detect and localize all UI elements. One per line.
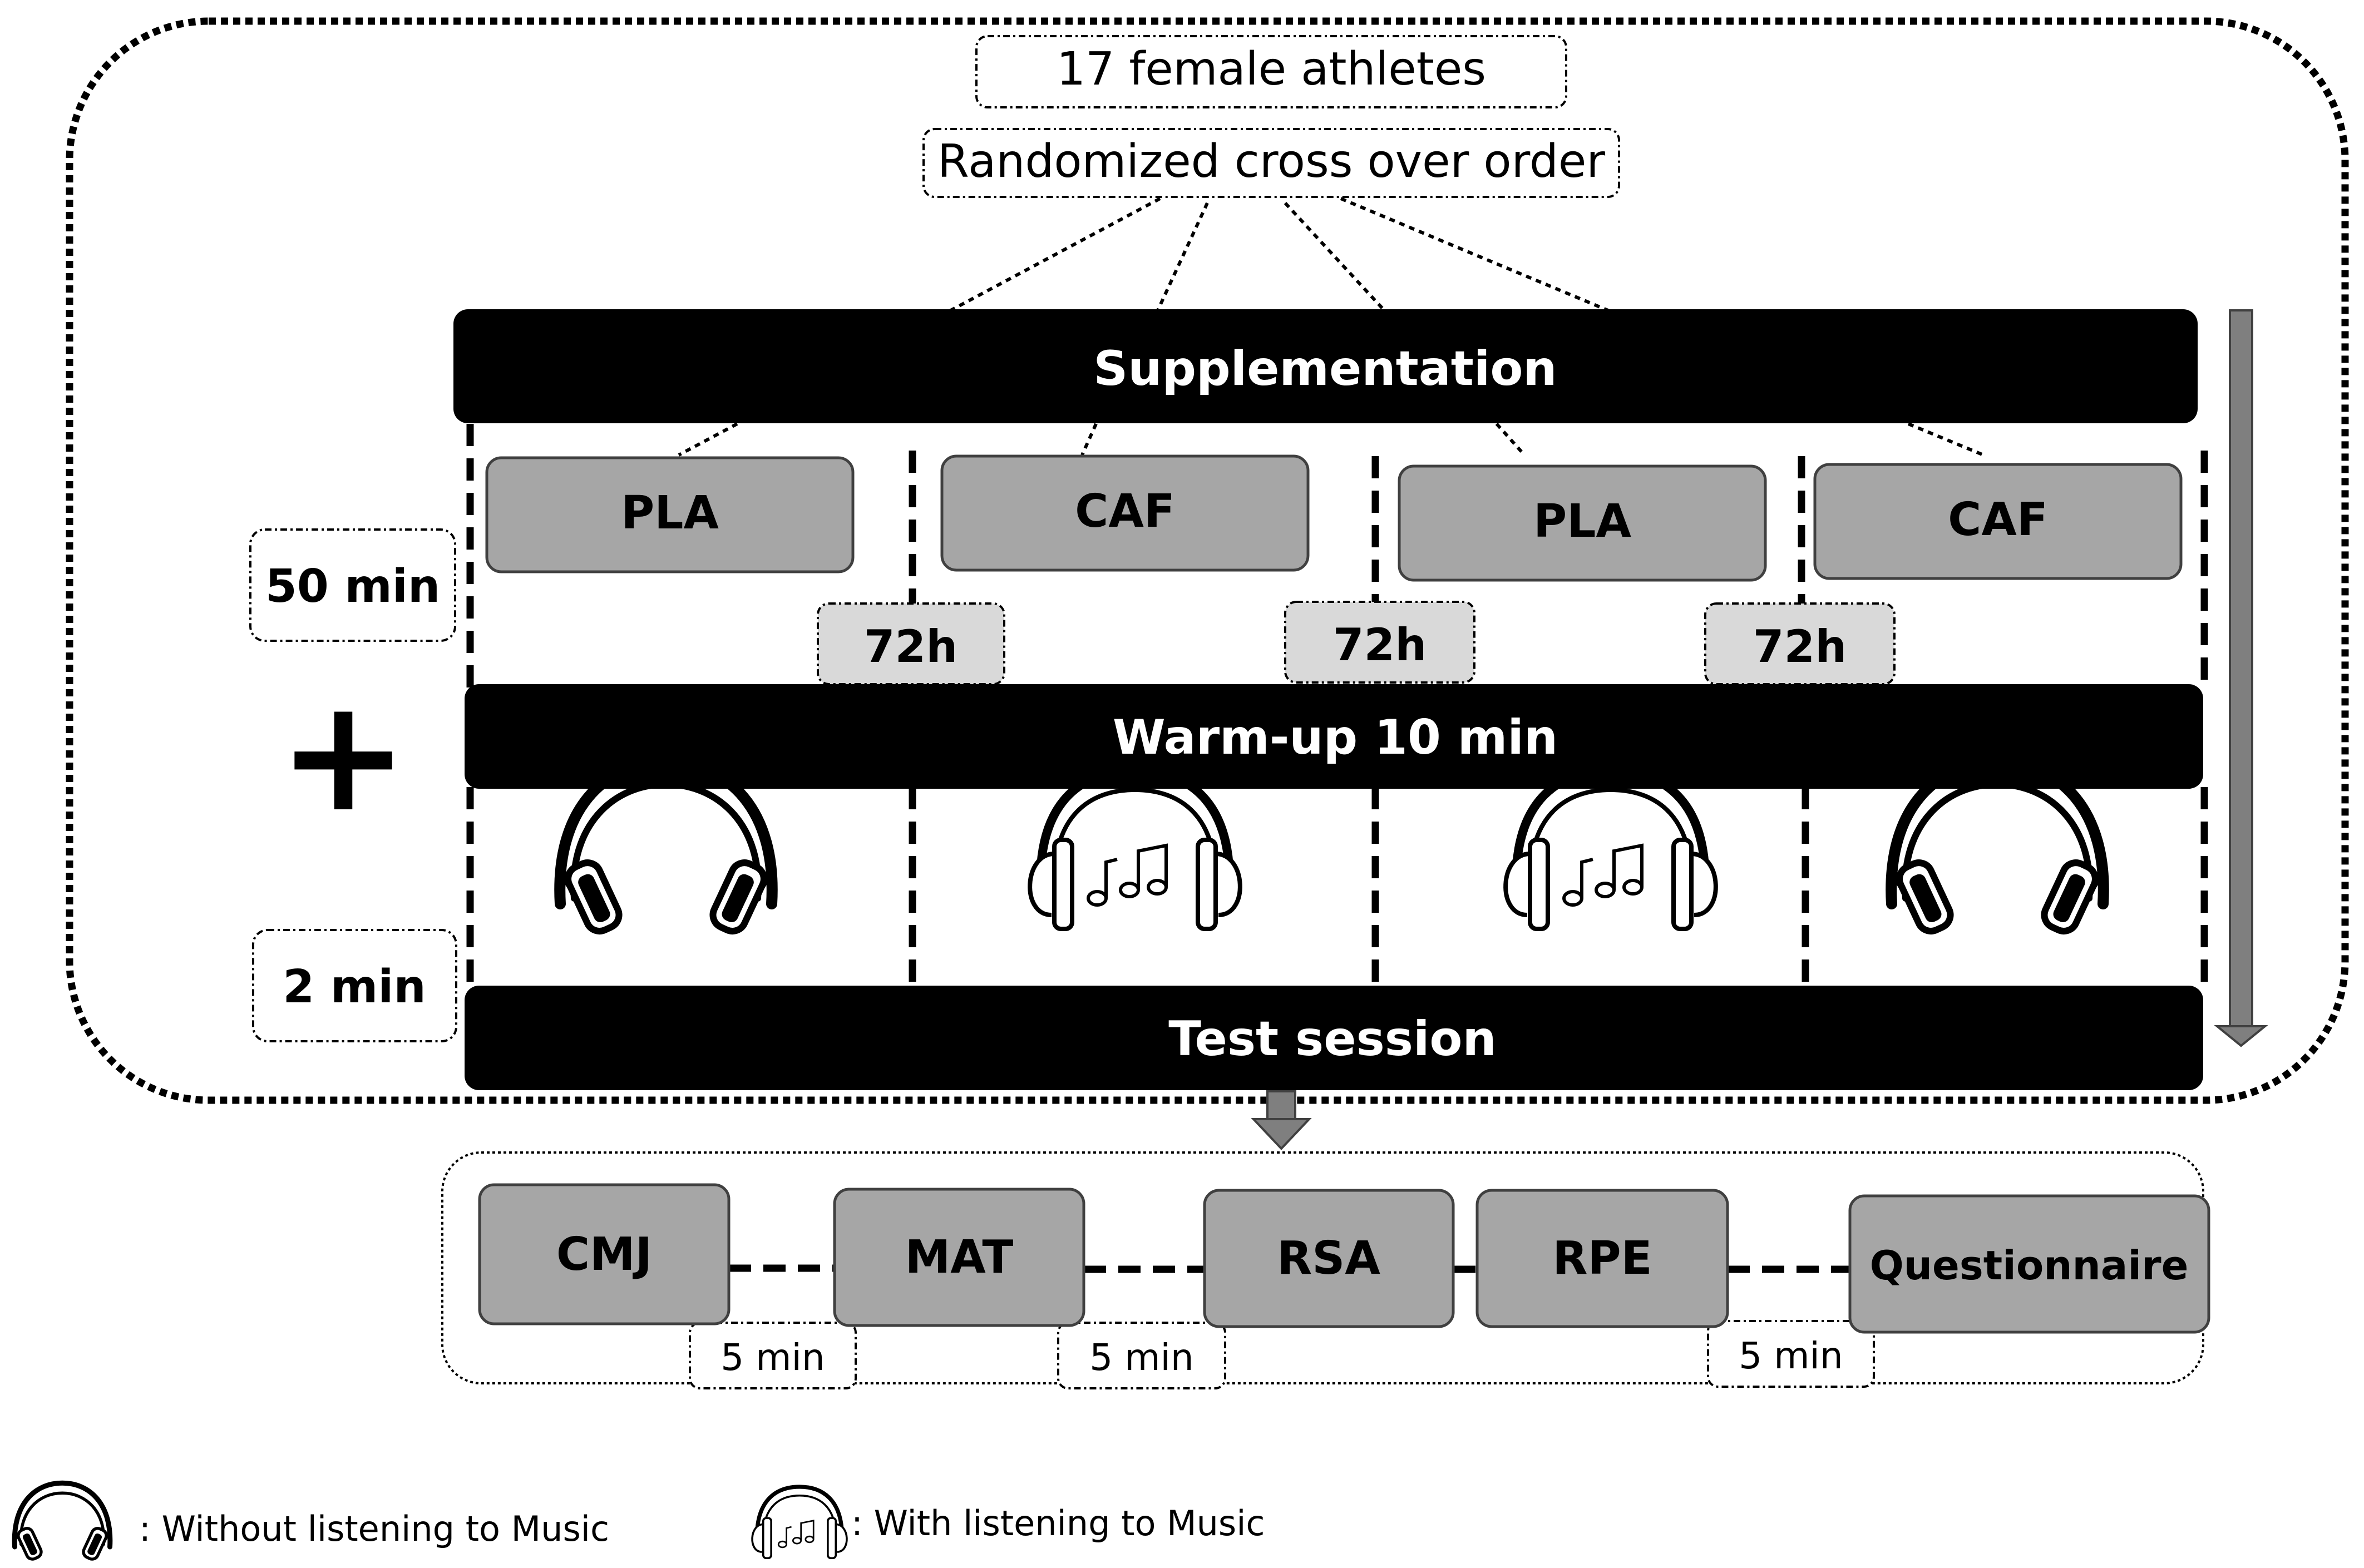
- test-box-rpe: [1475, 1189, 1729, 1328]
- test-connectors: [729, 1264, 1850, 1273]
- interval-2-box: [1057, 1322, 1226, 1389]
- interval-2-label: 5 min: [1089, 1336, 1193, 1379]
- washout-2-label: 72h: [1333, 619, 1427, 671]
- design-box: [922, 128, 1620, 198]
- test-label-questionnaire: Questionnaire: [1870, 1242, 2189, 1289]
- legend-headphones-music-icon: [752, 1487, 847, 1558]
- test-label-rpe: RPE: [1552, 1232, 1652, 1285]
- headphones-music-icon: [1030, 770, 1240, 929]
- interval-1-label: 5 min: [720, 1336, 825, 1379]
- test-session-bar: [465, 986, 2203, 1090]
- interval-3-box: [1707, 1320, 1875, 1388]
- washout-2-box: [1284, 601, 1475, 684]
- washout-1-label: 72h: [864, 621, 958, 672]
- design-label: Randomized cross over order: [937, 135, 1605, 188]
- legend-headphones-icon: [14, 1483, 110, 1561]
- participants-box: [975, 35, 1567, 108]
- condition-4-supplement-label: CAF: [1948, 493, 2048, 546]
- pre-warmup-duration-box: [249, 528, 456, 642]
- participants-label: 17 female athletes: [1057, 43, 1486, 96]
- test-box-rsa: [1203, 1189, 1455, 1328]
- test-box-cmj: [478, 1183, 731, 1325]
- column-dividers: [466, 424, 2208, 990]
- protocol-frame: [66, 17, 2349, 1104]
- test-label-mat: MAT: [905, 1231, 1014, 1284]
- condition-1-supplement-box: [485, 456, 855, 573]
- test-session-label: Test session: [1168, 1011, 1497, 1067]
- washout-3-label: 72h: [1753, 621, 1847, 672]
- legend-without-music-label: : Without listening to Music: [139, 1508, 609, 1549]
- supplement-connectors: [678, 422, 1985, 457]
- pre-test-duration-label: 2 min: [283, 961, 426, 1013]
- legend-with-music-label: : With listening to Music: [851, 1503, 1265, 1544]
- warmup-bar: [465, 684, 2203, 789]
- plus-symbol: +: [278, 665, 409, 847]
- condition-4-supplement-box: [1813, 463, 2183, 580]
- pre-warmup-duration-label: 50 min: [265, 560, 441, 613]
- condition-3-supplement-box: [1398, 464, 1767, 582]
- condition-3-supplement-label: PLA: [1533, 495, 1631, 548]
- supplementation-bar: [453, 309, 2198, 423]
- test-box-questionnaire: [1848, 1194, 2210, 1334]
- interval-3-label: 5 min: [1739, 1334, 1843, 1377]
- condition-1-supplement-label: PLA: [621, 487, 719, 540]
- condition-2-supplement-box: [940, 454, 1310, 572]
- condition-2-supplement-label: CAF: [1075, 485, 1175, 538]
- down-arrow: [1251, 1090, 1312, 1150]
- interval-1-box: [689, 1322, 857, 1389]
- pre-test-duration-box: [252, 929, 457, 1042]
- test-box-mat: [833, 1188, 1085, 1327]
- design-connectors: [947, 197, 1612, 313]
- supplementation-label: Supplementation: [1093, 341, 1557, 397]
- test-label-rsa: RSA: [1277, 1232, 1380, 1285]
- headphones-music-icon: [1506, 770, 1716, 929]
- test-label-cmj: CMJ: [556, 1228, 652, 1281]
- warmup-label: Warm-up 10 min: [1113, 710, 1558, 765]
- timeline-arrow: [2214, 309, 2268, 1047]
